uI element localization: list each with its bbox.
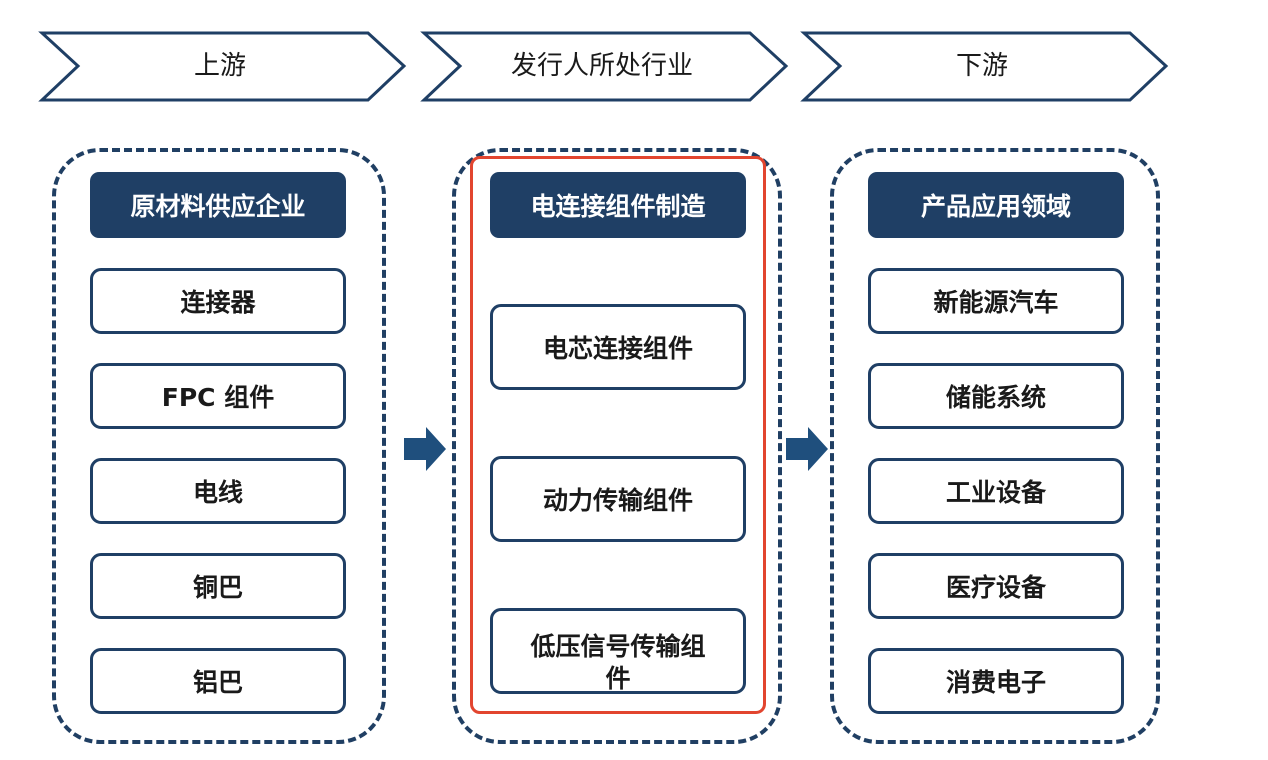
industry-header: 电连接组件制造 — [490, 172, 746, 238]
industry-item: 动力传输组件 — [490, 456, 746, 542]
industry-item: 低压信号传输组件 — [490, 608, 746, 694]
stage-label-industry: 发行人所处行业 — [510, 51, 693, 81]
dashed-border — [452, 148, 782, 744]
stage-label-upstream: 上游 — [193, 51, 246, 81]
upstream-item: FPC 组件 — [90, 363, 346, 429]
upstream-header: 原材料供应企业 — [90, 172, 346, 238]
downstream-header: 产品应用领域 — [868, 172, 1124, 238]
upstream-item: 铜巴 — [90, 553, 346, 619]
arrow-right-icon — [786, 427, 828, 471]
downstream-item: 新能源汽车 — [868, 268, 1124, 334]
chevron-banner-icon — [38, 31, 407, 102]
industry-item: 电芯连接组件 — [490, 304, 746, 390]
upstream-column — [52, 148, 386, 744]
downstream-item: 储能系统 — [868, 363, 1124, 429]
industry-column — [452, 148, 782, 744]
upstream-item: 电线 — [90, 458, 346, 524]
downstream-item: 医疗设备 — [868, 553, 1124, 619]
dashed-border — [52, 148, 386, 744]
downstream-column — [830, 148, 1160, 744]
upstream-item: 连接器 — [90, 268, 346, 334]
stage-label-downstream: 下游 — [955, 51, 1008, 81]
arrow-right-icon — [404, 427, 446, 471]
downstream-item: 工业设备 — [868, 458, 1124, 524]
industry-highlight-frame — [470, 156, 766, 714]
chevron-banner-icon — [800, 31, 1169, 102]
downstream-item: 消费电子 — [868, 648, 1124, 714]
chevron-banner-icon — [420, 31, 789, 102]
upstream-item: 铝巴 — [90, 648, 346, 714]
dashed-border — [830, 148, 1160, 744]
